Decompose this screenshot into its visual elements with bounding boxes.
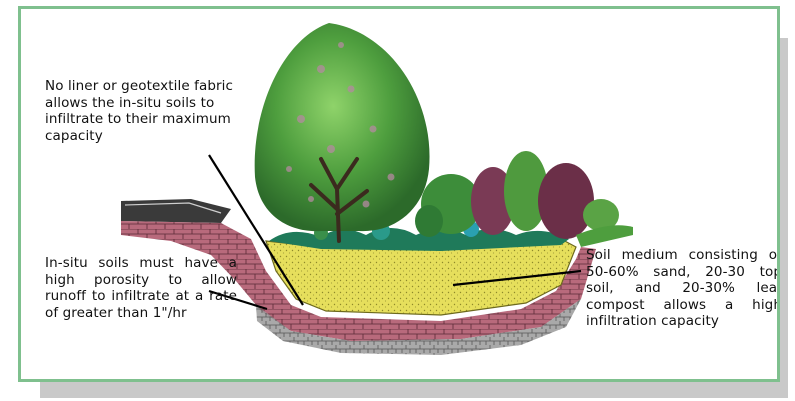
diagram-frame: No liner or geotextile fabric allows the… xyxy=(18,6,780,382)
annotation-no-liner: No liner or geotextile fabric allows the… xyxy=(45,78,275,144)
shrubs xyxy=(415,151,619,239)
annotation-soil-medium: Soil medium consisting of 50-60% sand, 2… xyxy=(586,247,780,330)
tree xyxy=(255,23,430,241)
pavement-surface xyxy=(121,199,231,223)
annotation-in-situ-soils: In-situ soils must have a high porosity … xyxy=(45,255,237,321)
